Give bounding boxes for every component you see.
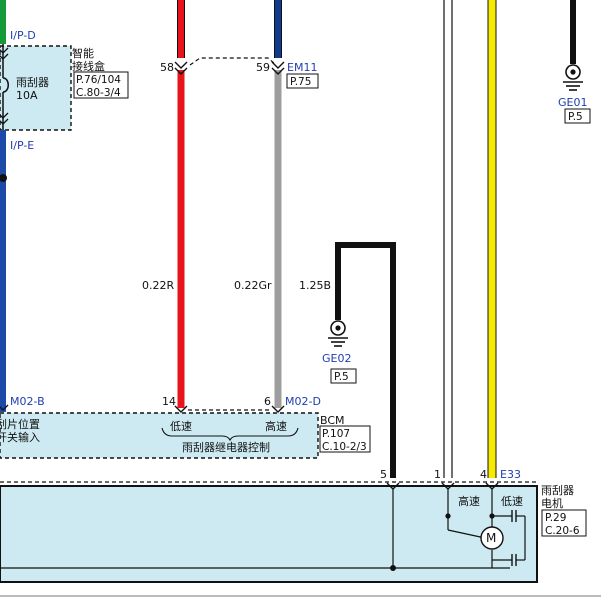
bcm-high-speed: 高速 bbox=[265, 419, 287, 433]
junction-box-ref-frame bbox=[73, 71, 129, 99]
motor-symbol: M bbox=[486, 531, 496, 545]
bcm-left-text-line1: 刮片位置 bbox=[0, 417, 40, 431]
bcm-bracket bbox=[161, 427, 299, 442]
pin-58-chevron-a bbox=[174, 61, 188, 69]
fuse-symbol bbox=[2, 77, 9, 93]
connector-m02d: M02-D bbox=[285, 395, 321, 408]
motor-icon bbox=[480, 526, 504, 550]
junction-box-ref-line1: P.76/104 bbox=[76, 74, 121, 86]
motor-name-line2: 电机 bbox=[541, 496, 563, 510]
em11-ref-frame bbox=[286, 73, 319, 89]
bcm-name: BCM bbox=[320, 414, 345, 427]
pin-1: 1 bbox=[434, 468, 441, 481]
wire-label-red: 0.22R bbox=[142, 279, 174, 292]
bcm-box-outline bbox=[0, 412, 319, 459]
pin-59: 59 bbox=[256, 61, 270, 74]
pin-59-chevron-a bbox=[271, 61, 285, 69]
pin-6-chevron bbox=[271, 405, 285, 413]
pin-4: 4 bbox=[480, 468, 487, 481]
motor-name-line1: 雨刮器 bbox=[541, 483, 574, 497]
bcm-relay-control: 雨刮器继电器控制 bbox=[182, 440, 270, 454]
splice-dot-left bbox=[0, 174, 7, 182]
black-wire-loop bbox=[335, 242, 396, 478]
pin-14-chevron bbox=[174, 405, 188, 413]
bcm-ref-line1: P.107 bbox=[322, 428, 350, 440]
motor-brush-high-link bbox=[447, 529, 486, 539]
bcm-left-text-line2: 开关输入 bbox=[0, 430, 40, 444]
pin-58: 58 bbox=[160, 61, 174, 74]
bcm-ref-frame bbox=[319, 425, 371, 453]
ge02-ref-frame bbox=[330, 368, 357, 384]
connector-em11: EM11 bbox=[287, 61, 317, 74]
wire-label-gray: 0.22Gr bbox=[234, 279, 272, 292]
motor-ref-line1: P.29 bbox=[545, 512, 566, 524]
fuse-label-line1: 雨刮器 bbox=[16, 75, 49, 89]
wire-label-black: 1.25B bbox=[299, 279, 331, 292]
pin-14: 14 bbox=[162, 395, 176, 408]
connector-chevron-ipd-2 bbox=[0, 53, 9, 60]
bcm-low-speed: 低速 bbox=[170, 420, 192, 433]
pin-6: 6 bbox=[264, 395, 271, 408]
connector-chevron-m02b bbox=[0, 404, 9, 411]
ge01-ground-icon bbox=[563, 64, 583, 91]
em11-ref: P.75 bbox=[290, 76, 311, 88]
junction-box-outline bbox=[0, 45, 72, 131]
junction-box-name-line2: 接线盒 bbox=[72, 59, 105, 73]
ge02-ref: P.5 bbox=[334, 371, 349, 383]
connector-chevron-ipe-2 bbox=[0, 118, 9, 125]
connector-m02b: M02-B bbox=[10, 395, 45, 408]
ge01-ref: P.5 bbox=[568, 111, 583, 123]
pin-5: 5 bbox=[380, 468, 387, 481]
ge01-label: GE01 bbox=[558, 96, 587, 109]
junction-box-name-line1: 智能 bbox=[72, 46, 94, 60]
motor-high-speed: 高速 bbox=[458, 494, 480, 508]
motor-splice-dot bbox=[390, 565, 396, 571]
junction-box-ref-line2: C.80-3/4 bbox=[76, 87, 121, 99]
motor-ref-line2: C.20-6 bbox=[545, 525, 580, 537]
connector-chevron-ipd-1 bbox=[0, 47, 9, 54]
connector-e33: E33 bbox=[500, 468, 521, 481]
ge02-ground-icon bbox=[328, 320, 348, 347]
ge02-label: GE02 bbox=[322, 352, 351, 365]
connector-ip-d: I/P-D bbox=[10, 29, 36, 42]
ge01-ref-frame bbox=[564, 108, 591, 124]
pin-58-chevron-b bbox=[174, 67, 188, 75]
connector-shell-58-59 bbox=[189, 57, 276, 66]
connector-chevron-ipe-1 bbox=[0, 112, 9, 119]
motor-ref-frame bbox=[541, 509, 587, 537]
fuse-label-line2: 10A bbox=[16, 89, 38, 102]
motor-low-speed: 低速 bbox=[501, 495, 523, 508]
connector-ip-e: I/P-E bbox=[10, 139, 34, 152]
pin-59-chevron-b bbox=[271, 67, 285, 75]
bcm-ref-line2: C.10-2/3 bbox=[322, 441, 367, 453]
